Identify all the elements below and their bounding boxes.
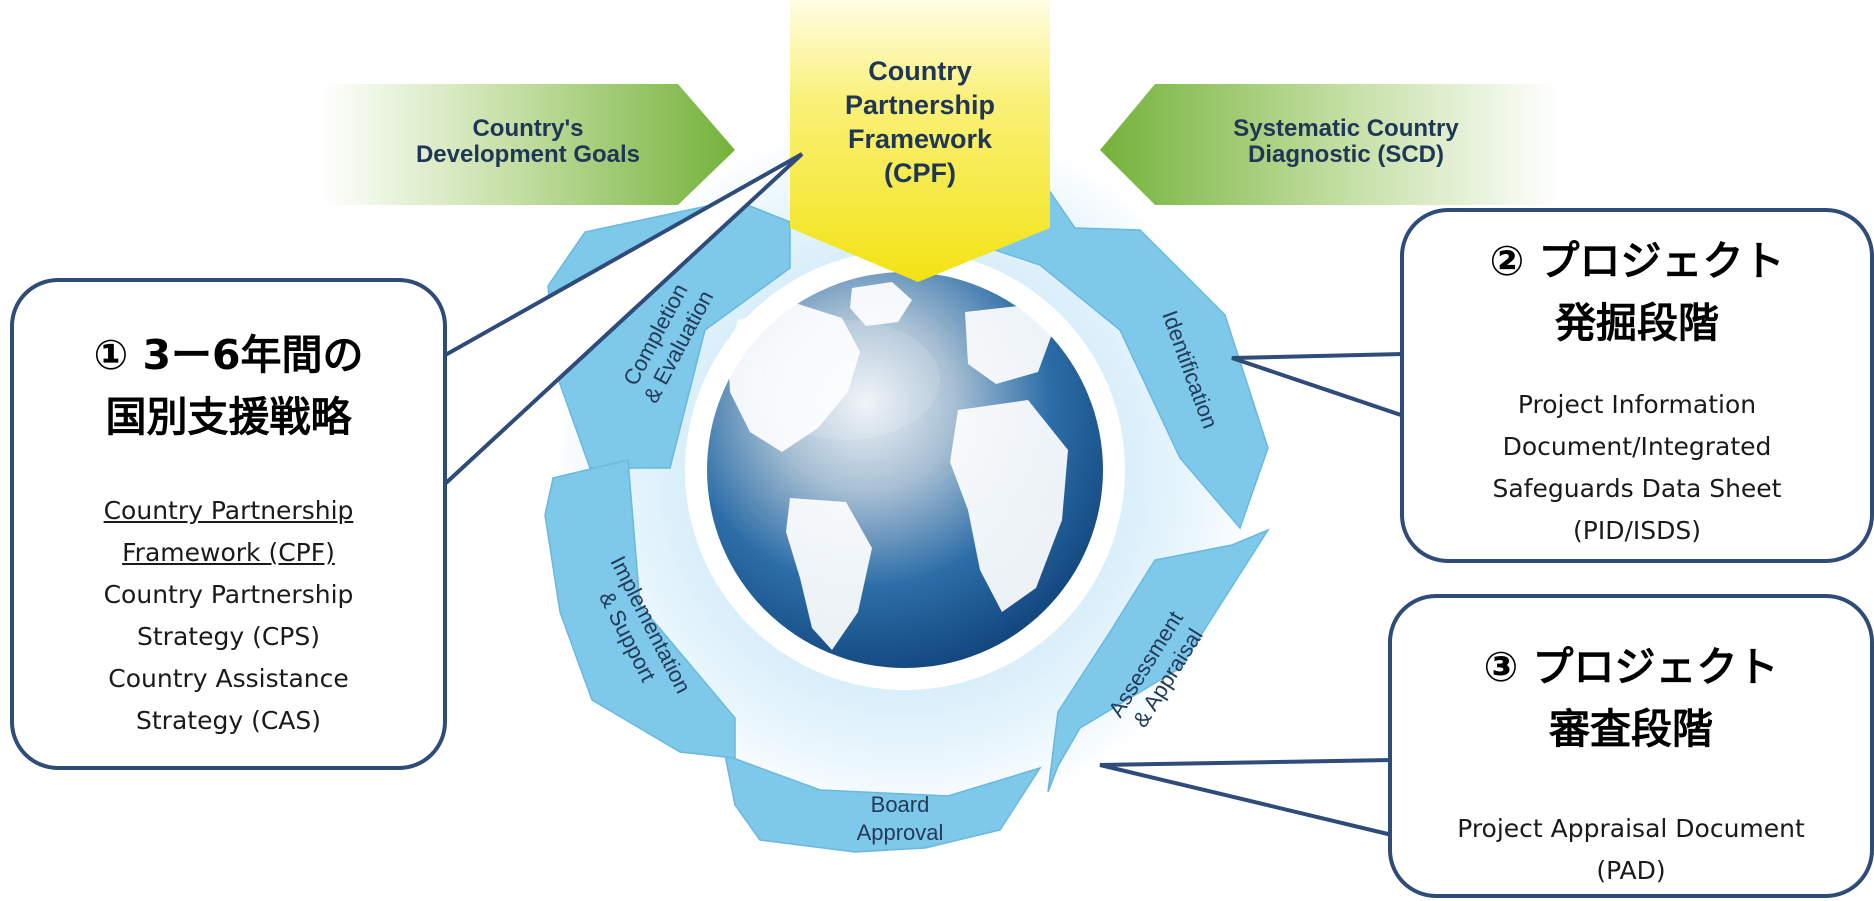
callout-2-body-line-4: (PID/ISDS)	[1573, 516, 1701, 545]
callout-1-body-line-5: Country Assistance	[108, 664, 349, 693]
continent-europe	[965, 306, 1052, 384]
callout-2-title-line-2: 発掘段階	[1555, 299, 1719, 347]
callout-3-body: Project Appraisal Document (PAD)	[1392, 808, 1870, 892]
scd-text-line-2: Diagnostic (SCD)	[1248, 141, 1444, 168]
arrow-identification	[959, 169, 1269, 530]
callout-cpf-strategy: ① 3ー6年間の 国別支援戦略 Country Partnership Fram…	[10, 278, 447, 770]
continent-south-america	[786, 498, 872, 650]
cpf-text-line-2: Partnership	[845, 90, 995, 120]
callout-1-link-line-2[interactable]: Framework (CPF)	[122, 538, 335, 567]
callout-1-title-line-1: ① 3ー6年間の	[93, 331, 364, 379]
arrow-development-goals	[322, 84, 735, 205]
callout-1-link-line-1[interactable]: Country Partnership	[103, 496, 354, 525]
callout-1-body: Country Partnership Framework (CPF) Coun…	[14, 490, 443, 742]
pointer-c1	[439, 152, 804, 485]
callout-3-title-line-2: 審査段階	[1549, 705, 1713, 753]
continent-north-america	[728, 302, 860, 452]
callout-identification-stage: ② プロジェクト 発掘段階 Project Information Docume…	[1400, 208, 1874, 563]
continent-greenland	[850, 282, 912, 326]
development-goals-text-line-2: Development Goals	[416, 141, 640, 168]
callout-3-title: ③ プロジェクト 審査段階	[1392, 636, 1870, 760]
arrow-board	[724, 753, 1042, 853]
callout-1-title-line-2: 国別支援戦略	[105, 393, 352, 441]
board-approval-text-line-1: Board	[871, 792, 930, 817]
cpf-text-line-1: Country	[868, 56, 972, 86]
development-goals-text-line-1: Country's	[472, 115, 583, 142]
callout-appraisal-stage: ③ プロジェクト 審査段階 Project Appraisal Document…	[1388, 594, 1874, 898]
callout-2-title-line-1: ② プロジェクト	[1489, 237, 1785, 285]
cpf-text-line-4: (CPF)	[884, 158, 956, 188]
callout-pointers	[439, 152, 1405, 837]
scd-text-line-1: Systematic Country	[1233, 115, 1459, 142]
pointer-c3	[1099, 758, 1393, 837]
callout-1-body-line-6: Strategy (CAS)	[136, 706, 321, 735]
callout-3-title-line-1: ③ プロジェクト	[1483, 643, 1779, 691]
arrow-implementation	[544, 459, 736, 759]
continent-africa	[950, 400, 1068, 612]
callout-2-title: ② プロジェクト 発掘段階	[1404, 230, 1870, 354]
cpf-text-line-3: Framework	[848, 124, 993, 154]
callout-2-body-line-1: Project Information	[1517, 390, 1757, 419]
callout-2-body-line-3: Safeguards Data Sheet	[1492, 474, 1782, 503]
callout-2-body: Project Information Document/Integrated …	[1404, 384, 1870, 552]
callout-1-body-line-4: Strategy (CPS)	[137, 622, 320, 651]
callout-3-body-line-2: (PAD)	[1596, 856, 1666, 885]
callout-1-title: ① 3ー6年間の 国別支援戦略	[14, 324, 443, 448]
pointer-c2	[1231, 352, 1405, 418]
globe	[707, 272, 1103, 668]
arrow-cpf	[790, 0, 1050, 282]
board-approval-text-line-2: Approval	[857, 820, 944, 845]
arrow-assessment	[1047, 528, 1270, 793]
callout-2-body-line-2: Document/Integrated	[1502, 432, 1772, 461]
callout-3-body-line-1: Project Appraisal Document	[1457, 814, 1805, 843]
arrow-scd	[1100, 84, 1560, 205]
callout-1-body-line-3: Country Partnership	[103, 580, 354, 609]
